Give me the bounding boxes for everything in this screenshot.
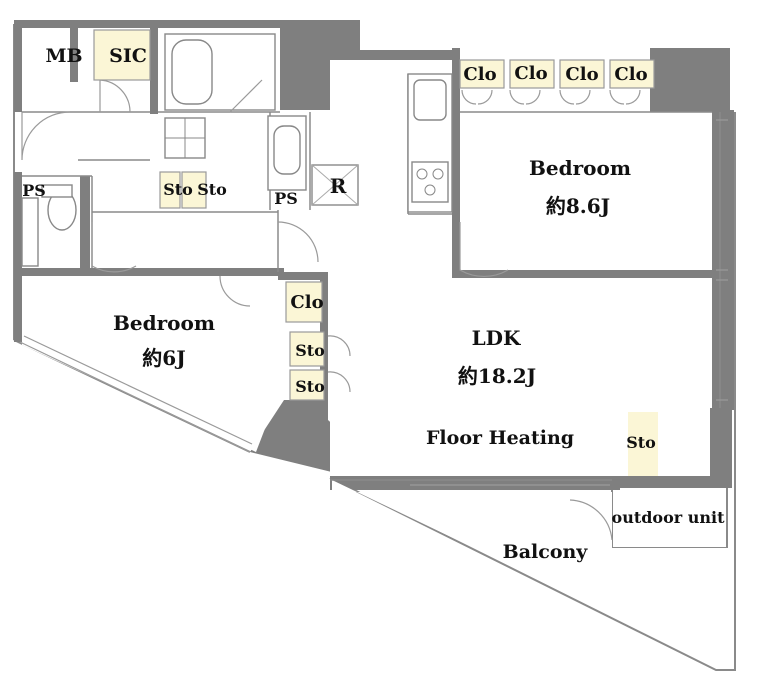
clo-2-label: Clo bbox=[514, 63, 547, 84]
ldk-name: LDK bbox=[472, 326, 521, 350]
clo-bed2-label: Clo bbox=[290, 292, 323, 313]
partitions bbox=[22, 74, 721, 481]
bedroom-1-name: Bedroom bbox=[529, 156, 631, 180]
kitchen-counter bbox=[407, 73, 453, 213]
bedroom-2-name: Bedroom bbox=[113, 311, 215, 335]
sto-hall-1-label: Sto bbox=[163, 180, 193, 199]
balcony-area bbox=[332, 480, 727, 664]
sto-2-label: Sto bbox=[295, 377, 325, 396]
bedroom-1-size: 約8.6J bbox=[546, 194, 610, 218]
sto-ldk-label: Sto bbox=[626, 433, 656, 452]
room-areas bbox=[22, 60, 712, 476]
toilet bbox=[21, 184, 77, 267]
door-swings bbox=[21, 79, 641, 541]
floor-heating-label: Floor Heating bbox=[426, 427, 574, 449]
balcony-label: Balcony bbox=[503, 541, 589, 563]
ldk-size: 約18.2J bbox=[458, 364, 536, 388]
storage-boxes bbox=[93, 29, 655, 401]
clo-3-label: Clo bbox=[565, 64, 598, 85]
washer-pan bbox=[164, 117, 206, 159]
clo-1-label: Clo bbox=[463, 64, 496, 85]
fridge-space bbox=[311, 164, 359, 206]
vanity-sink bbox=[267, 115, 307, 191]
outdoor-unit-label: outdoor unit bbox=[612, 508, 726, 527]
ps-mid-label: PS bbox=[274, 189, 298, 208]
sto-1-label: Sto bbox=[295, 341, 325, 360]
r-label: R bbox=[330, 174, 347, 198]
ps-left-label: PS bbox=[22, 181, 46, 200]
bathtub bbox=[164, 33, 276, 111]
clo-4-label: Clo bbox=[614, 64, 647, 85]
sic-label: SIC bbox=[109, 45, 147, 67]
windows bbox=[19, 119, 728, 486]
sto-hall-2-label: Sto bbox=[197, 180, 227, 199]
bedroom-2-size: 約6J bbox=[142, 346, 185, 370]
mb-label: MB bbox=[45, 45, 82, 67]
